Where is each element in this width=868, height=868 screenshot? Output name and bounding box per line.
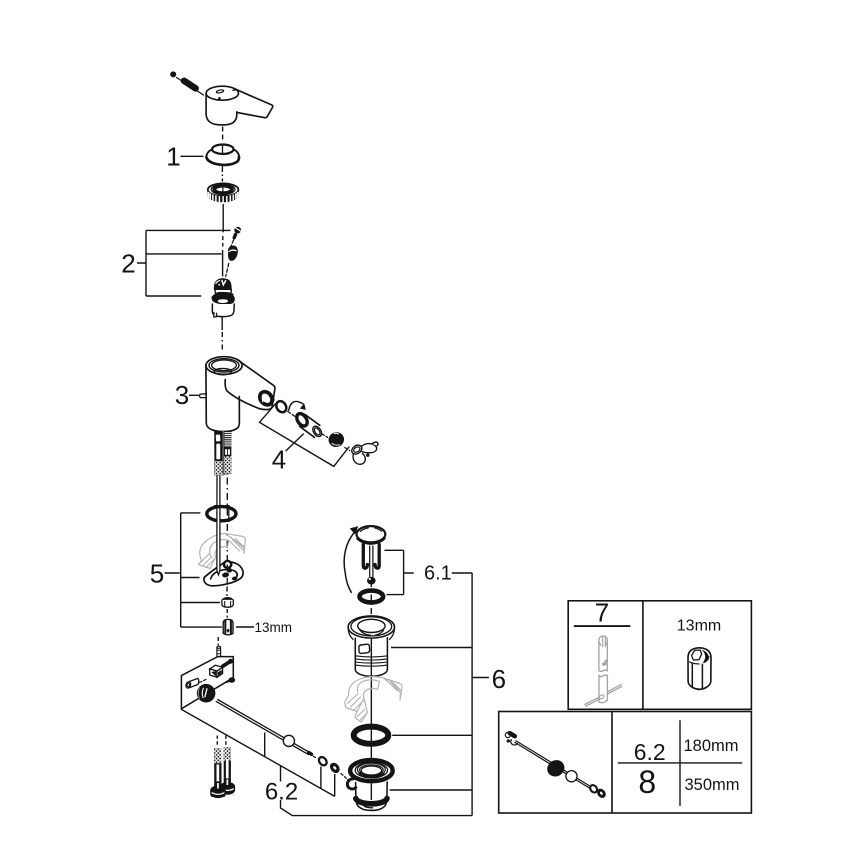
svg-text:180mm: 180mm xyxy=(683,737,738,755)
svg-text:6.1: 6.1 xyxy=(424,563,452,585)
svg-text:13mm: 13mm xyxy=(254,620,292,635)
svg-text:350mm: 350mm xyxy=(684,776,739,794)
svg-text:6.2: 6.2 xyxy=(265,779,298,806)
svg-text:6.2: 6.2 xyxy=(634,739,666,765)
svg-text:4: 4 xyxy=(272,445,286,475)
svg-text:1: 1 xyxy=(166,142,180,172)
svg-text:8: 8 xyxy=(638,764,656,800)
svg-text:7: 7 xyxy=(595,598,609,628)
svg-text:3: 3 xyxy=(175,380,189,410)
svg-text:5: 5 xyxy=(150,559,164,589)
svg-text:2: 2 xyxy=(121,249,135,279)
svg-text:13mm: 13mm xyxy=(677,618,721,635)
svg-text:6: 6 xyxy=(492,664,506,694)
